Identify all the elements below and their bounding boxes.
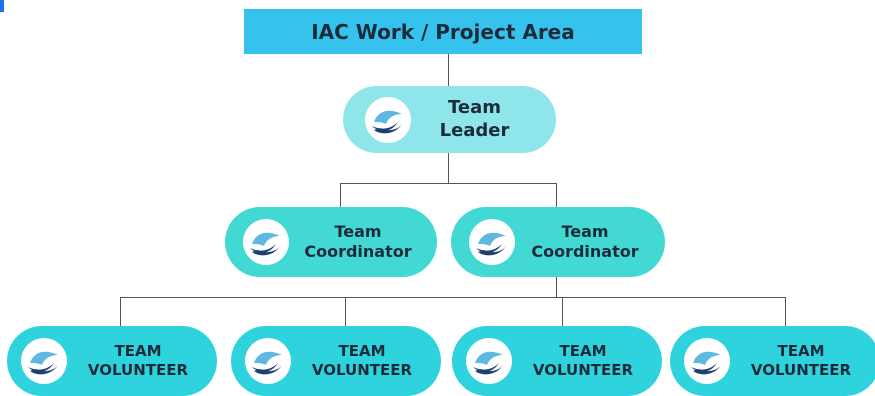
dove-hand-logo-icon xyxy=(684,338,730,384)
coordinator-line1: Team xyxy=(334,222,382,241)
connector-coord2-drop xyxy=(556,183,557,207)
connector-vol3-drop xyxy=(562,297,563,326)
volunteer-line1: TEAM xyxy=(338,342,386,361)
team-coordinator-label: Team Coordinator xyxy=(515,222,665,262)
team-volunteer-label: TEAM VOLUNTEER xyxy=(291,342,441,380)
dove-hand-logo-icon xyxy=(245,338,291,384)
volunteer-line2: VOLUNTEER xyxy=(87,361,189,379)
team-coordinator-label: Team Coordinator xyxy=(289,222,437,262)
team-leader-node: Team Leader xyxy=(343,86,556,153)
volunteer-line1: TEAM xyxy=(114,342,162,361)
team-volunteer-label: TEAM VOLUNTEER xyxy=(512,342,662,380)
team-volunteer-node: TEAM VOLUNTEER xyxy=(7,326,217,396)
dove-hand-logo-icon xyxy=(21,338,67,384)
dove-hand-logo-icon xyxy=(469,219,515,265)
team-volunteer-node: TEAM VOLUNTEER xyxy=(452,326,662,396)
volunteer-line2: VOLUNTEER xyxy=(750,361,852,379)
connector-vol2-drop xyxy=(345,297,346,326)
connector-volunteer-bar xyxy=(120,297,786,298)
connector-coord1-drop xyxy=(340,183,341,207)
team-coordinator-node: Team Coordinator xyxy=(451,207,665,277)
dove-hand-logo-icon xyxy=(243,219,289,265)
team-leader-line1: Team xyxy=(448,97,501,118)
connector-coord-bar xyxy=(340,183,556,184)
volunteer-line1: TEAM xyxy=(777,342,825,361)
connector-top-to-leader xyxy=(448,54,449,86)
connector-coord-down xyxy=(556,277,557,297)
coordinator-line2: Coordinator xyxy=(304,242,412,261)
team-volunteer-label: TEAM VOLUNTEER xyxy=(67,342,217,380)
volunteer-line1: TEAM xyxy=(559,342,607,361)
team-coordinator-node: Team Coordinator xyxy=(225,207,437,277)
volunteer-line2: VOLUNTEER xyxy=(311,361,413,379)
project-area-title: IAC Work / Project Area xyxy=(311,19,575,44)
dove-hand-logo-icon xyxy=(466,338,512,384)
team-volunteer-label: TEAM VOLUNTEER xyxy=(730,342,875,380)
corner-accent-mark xyxy=(0,0,4,12)
coordinator-line1: Team xyxy=(561,222,609,241)
connector-leader-down xyxy=(448,153,449,184)
team-volunteer-node: TEAM VOLUNTEER xyxy=(231,326,441,396)
connector-vol1-drop xyxy=(120,297,121,326)
dove-hand-logo-icon xyxy=(365,96,411,143)
team-volunteer-node: TEAM VOLUNTEER xyxy=(670,326,875,396)
coordinator-line2: Coordinator xyxy=(531,242,639,261)
volunteer-line2: VOLUNTEER xyxy=(532,361,634,379)
project-area-box: IAC Work / Project Area xyxy=(244,9,642,54)
team-leader-label: Team Leader xyxy=(411,97,556,142)
team-leader-line2: Leader xyxy=(439,119,510,141)
connector-vol4-drop xyxy=(785,297,786,326)
